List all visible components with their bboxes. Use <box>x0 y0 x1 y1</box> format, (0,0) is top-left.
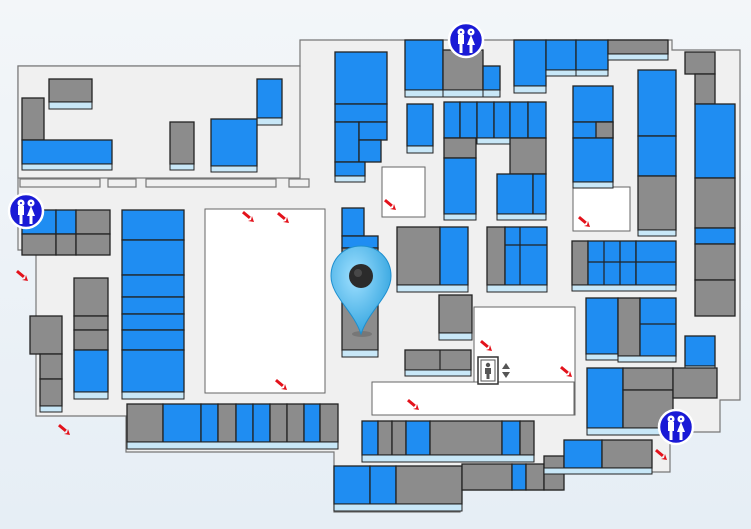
arrow-down-right-icon <box>276 211 289 223</box>
store-group-east[interactable] <box>571 51 736 436</box>
lobby-south <box>371 381 575 416</box>
store-group-central[interactable] <box>341 101 548 377</box>
arrow-down-right-icon <box>57 423 70 435</box>
restroom-icon[interactable] <box>7 192 45 230</box>
arrow-down-right-icon <box>274 378 287 390</box>
arrow-down-right-icon <box>241 210 254 222</box>
plaza-small <box>381 166 426 218</box>
open-areas <box>204 166 631 416</box>
store-group-central-north[interactable] <box>334 39 669 183</box>
store-group-northwest[interactable] <box>21 78 283 173</box>
restroom-icon[interactable] <box>447 21 485 59</box>
store-group-south[interactable] <box>333 420 653 512</box>
atrium-west <box>204 208 326 394</box>
plaza-east <box>572 186 631 232</box>
store-group-west[interactable] <box>21 209 185 413</box>
location-pin-icon[interactable] <box>330 245 392 337</box>
arrow-down-right-icon <box>654 448 667 460</box>
arrow-down-right-icon <box>559 365 572 377</box>
arrow-down-right-icon <box>406 398 419 410</box>
arrow-down-right-icon <box>479 339 492 351</box>
restroom-icon[interactable] <box>657 408 695 446</box>
store-group-south-row[interactable] <box>126 403 339 450</box>
arrow-down-right-icon <box>577 215 590 227</box>
arrow-down-right-icon <box>15 269 28 281</box>
elevator-icon[interactable] <box>477 356 510 385</box>
arrow-down-right-icon <box>383 198 396 210</box>
direction-arrows <box>15 198 667 460</box>
